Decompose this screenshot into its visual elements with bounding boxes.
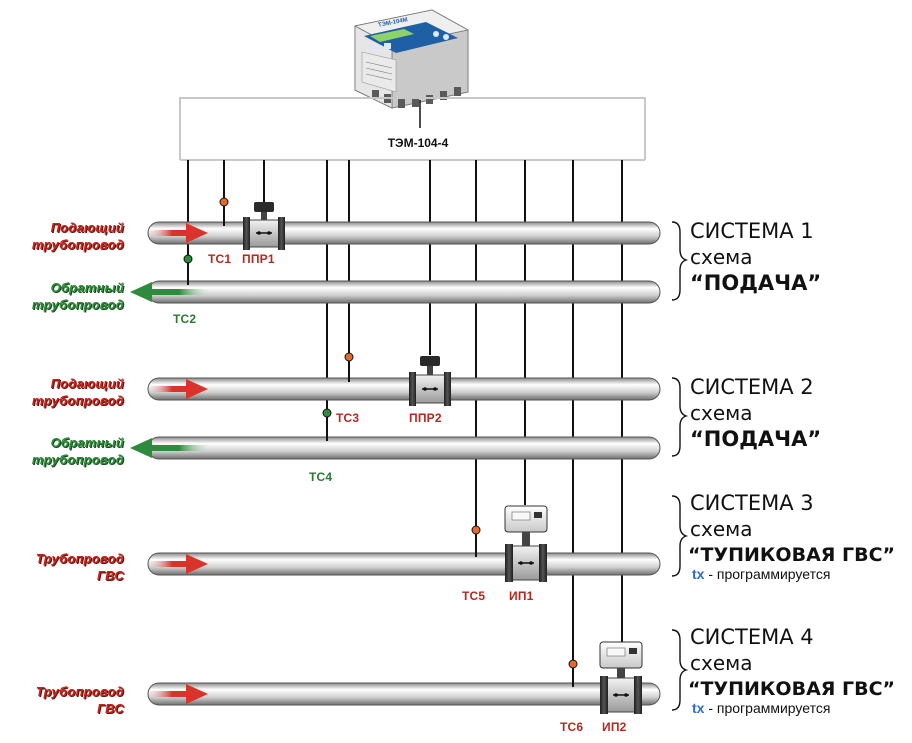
arrow-return-1 [130,282,208,302]
arrow-return-2 [130,438,208,458]
sensor-tc3-icon [344,352,354,382]
pipe-supply-2 [147,377,661,401]
cable-bus [179,97,646,160]
sensor-tag-tc6: ТС6 [560,720,584,734]
system-title: СИСТЕМА 3 [690,491,814,515]
tx-note-text: - программируется [704,700,831,716]
sensor-tag-tc3: ТС3 [336,411,360,425]
flowmeter-ppr1-icon [243,202,285,250]
pipe-return-1 [147,280,661,304]
pipe-label-line: Подающий [50,376,124,391]
system-title: СИСТЕМА 2 [690,375,814,399]
sensor-tag-tc1: ТС1 [208,252,232,266]
system-mode: “ТУПИКОВАЯ ГВС” [688,544,896,566]
flowmeter-tag-ip1: ИП1 [509,589,534,603]
system-title: СИСТЕМА 1 [690,219,814,243]
flowmeter-tag-ip2: ИП2 [602,720,627,734]
brace-system-3 [671,495,689,577]
pipe-hws-4 [147,682,661,706]
system-subtitle: схема [690,401,753,425]
temperature-sensors [183,197,578,687]
device-name-label: ТЭМ-104-4 [387,136,449,150]
system-1-block: СИСТЕМА 1 схема “ПОДАЧА” [690,218,821,296]
flowmeter-ip1-icon [504,505,548,582]
sensor-tag-tc5: ТС5 [462,589,486,603]
pipe-label-supply-2: Подающий трубопровод [0,375,124,409]
system-4-block: СИСТЕМА 4 схема “ТУПИКОВАЯ ГВС” tx - про… [688,624,896,716]
system-note: tx - программируется [692,700,895,716]
system-2-block: СИСТЕМА 2 схема “ПОДАЧА” [690,374,821,452]
brace-system-1 [671,221,689,301]
pipe-label-hws-3: Трубопровод ГВС [0,550,124,584]
tx-note-text: - программируется [704,566,831,582]
tx-key: tx [692,566,705,582]
pipe-label-line: трубопровод [31,297,124,312]
pipe-label-return-2: Обратный трубопровод [0,434,124,468]
pipe-label-line: Обратный [50,435,124,450]
sensor-tc2-icon [183,254,193,285]
pipe-label-hws-4: Трубопровод ГВС [0,683,124,717]
sensor-tc4-icon [322,408,332,441]
system-mode: “ПОДАЧА” [690,427,822,451]
system-3-block: СИСТЕМА 3 схема “ТУПИКОВАЯ ГВС” tx - про… [688,490,896,582]
brace-system-2 [671,377,689,457]
pipe-label-supply-1: Подающий трубопровод [0,219,124,253]
tx-key: tx [692,700,705,716]
system-mode: “ПОДАЧА” [690,271,822,295]
sensor-tc6-icon [568,659,578,687]
pipe-label-line: трубопровод [31,393,124,408]
heat-meter-device [353,9,470,128]
system-subtitle: схема [690,517,753,541]
system-subtitle: схема [690,651,753,675]
pipe-label-line: трубопровод [31,452,124,467]
sensor-tc1-icon [219,197,229,226]
pipe-label-line: Подающий [50,220,124,235]
pipe-label-line: Обратный [50,280,124,295]
flowmeter-tag-ppr2: ППР2 [409,411,442,425]
system-title: СИСТЕМА 4 [690,625,814,649]
pipe-label-line: ГВС [96,568,124,583]
brace-system-4 [671,629,689,711]
sensor-tag-tc4: ТС4 [309,470,333,484]
pipe-label-line: ГВС [96,701,124,716]
flowmeter-ip2-icon [599,641,643,714]
arrow-hws-3 [150,554,208,574]
arrow-supply-2 [150,379,208,399]
flow-arrows [130,223,208,704]
system-note: tx - программируется [692,566,895,582]
sensor-tag-tc2: ТС2 [173,312,197,326]
pipes [147,221,661,706]
pipe-label-line: Трубопровод [35,551,124,566]
flowmeter-tag-ppr1: ППР1 [242,252,275,266]
system-mode: “ТУПИКОВАЯ ГВС” [688,678,896,700]
pipe-hws-3 [147,552,661,576]
pipe-label-return-1: Обратный трубопровод [0,279,124,313]
flowmeter-ppr2-icon [409,356,451,406]
system-subtitle: схема [690,245,753,269]
arrow-hws-4 [150,684,208,704]
arrow-supply-1 [150,223,208,243]
sensor-tc5-icon [471,525,481,557]
system-braces [671,221,689,711]
pipe-return-2 [147,436,661,460]
pipe-label-line: трубопровод [31,237,124,252]
pipe-label-line: Трубопровод [35,684,124,699]
